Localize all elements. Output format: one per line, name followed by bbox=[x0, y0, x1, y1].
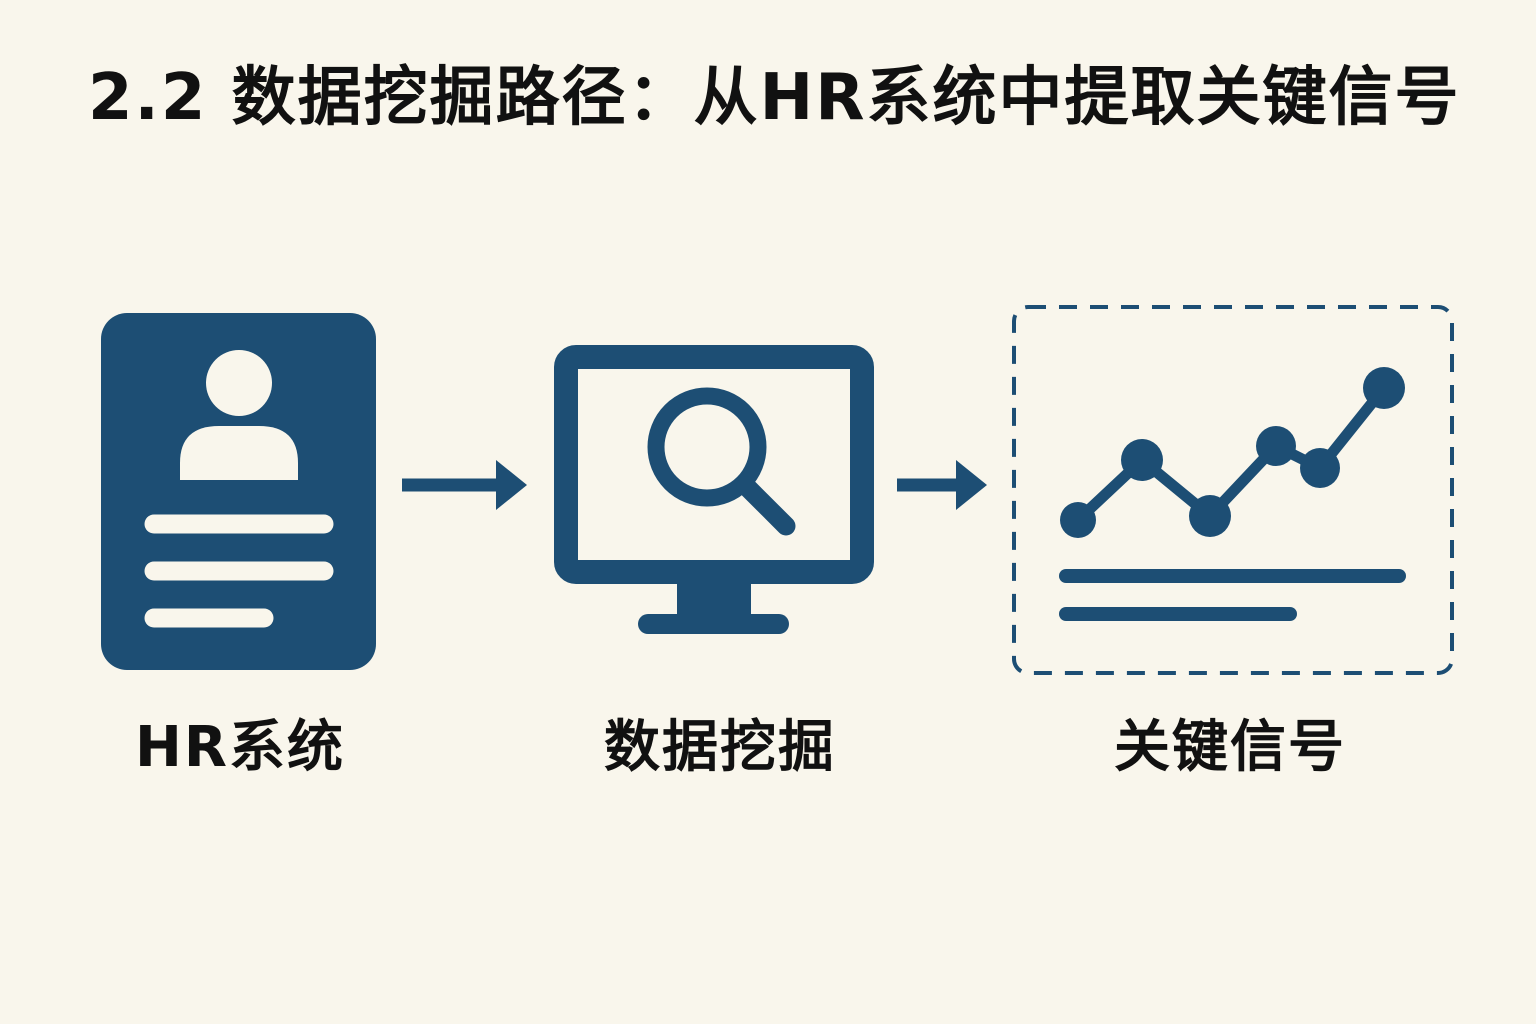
arrow-right-icon bbox=[897, 460, 987, 510]
monitor-magnifier-icon bbox=[554, 345, 874, 634]
step-label-hr-system: HR系统 bbox=[135, 715, 345, 780]
id-card-icon bbox=[101, 313, 376, 670]
step-label-key-signals: 关键信号 bbox=[1114, 715, 1346, 780]
arrow-right-icon bbox=[402, 460, 527, 510]
step-label-data-mining: 数据挖掘 bbox=[604, 715, 836, 780]
line-chart-icon bbox=[1012, 305, 1454, 675]
page-title: 2.2 数据挖掘路径：从HR系统中提取关键信号 bbox=[88, 61, 1461, 135]
